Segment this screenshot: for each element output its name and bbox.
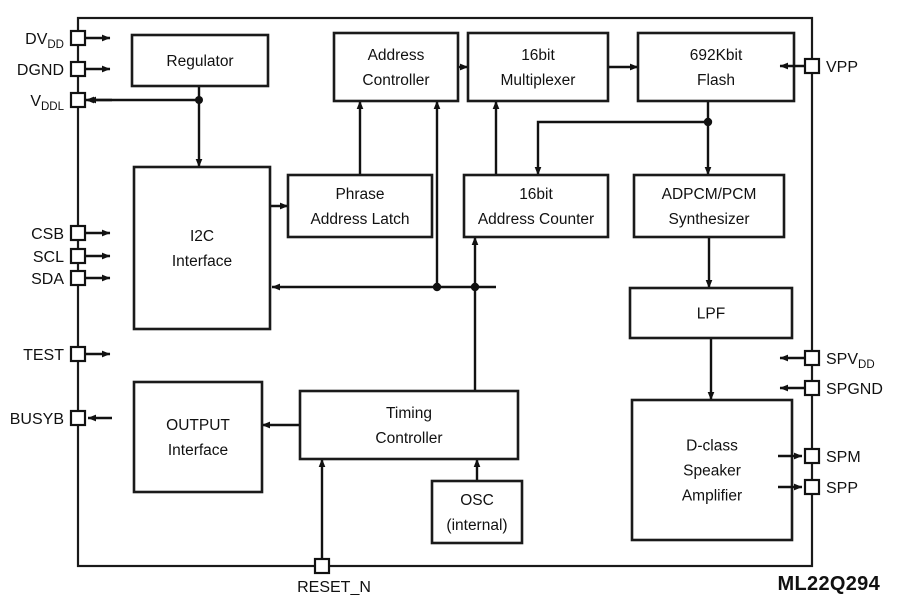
pin-label: RESET_N: [297, 579, 371, 596]
pin-pad[interactable]: [803, 478, 821, 496]
block-label: OUTPUT: [166, 417, 230, 434]
pin-pad[interactable]: [69, 247, 87, 265]
pin-spgnd[interactable]: SPGND: [779, 379, 883, 398]
block-adpcm-pcm-synthesizer[interactable]: ADPCM/PCM Synthesizer: [632, 173, 786, 239]
pin-pad[interactable]: [69, 60, 87, 78]
pin-label: VPP: [826, 59, 858, 76]
pin-csb[interactable]: CSB: [31, 224, 111, 243]
pin-spvdd[interactable]: SPVDD: [779, 349, 875, 371]
pin-label: SPM: [826, 449, 861, 466]
pin-label: DVDD: [25, 31, 64, 51]
pin-pad[interactable]: [803, 447, 821, 465]
block-output-interface[interactable]: OUTPUT Interface: [132, 380, 264, 494]
pin-label: VDDL: [30, 93, 64, 113]
block-label: OSC: [460, 492, 494, 509]
block-label: Flash: [697, 72, 735, 89]
pin-pad[interactable]: [69, 224, 87, 242]
pin-pad[interactable]: [69, 91, 87, 109]
junction-dot: [703, 117, 713, 127]
pin-pad[interactable]: [803, 349, 821, 367]
block-label: Multiplexer: [501, 72, 576, 89]
block-label: 16bit: [521, 47, 555, 64]
block-i2c-interface[interactable]: I2C Interface: [132, 165, 272, 331]
block-label: Speaker: [683, 463, 741, 480]
pin-label: SDA: [31, 271, 64, 288]
wire-flash-to-address-counter: [534, 120, 708, 176]
block-label: Amplifier: [682, 488, 742, 505]
block-label: Controller: [362, 72, 429, 89]
chip-boundary: [76, 16, 814, 568]
block-label: LPF: [697, 306, 725, 323]
pin-pad[interactable]: [69, 269, 87, 287]
block-label: Interface: [168, 442, 228, 459]
block-label: 16bit: [519, 186, 553, 203]
pin-reset-n[interactable]: RESET_N: [297, 557, 371, 596]
block-label: Controller: [375, 430, 442, 447]
block-label: Address: [368, 47, 425, 64]
pin-pad[interactable]: [69, 345, 87, 363]
block-label: Timing: [386, 405, 432, 422]
block-lpf[interactable]: LPF: [628, 286, 794, 340]
diagram-title: ML22Q294: [778, 573, 881, 595]
block-label: Address Latch: [310, 211, 409, 228]
block-label: Synthesizer: [669, 211, 750, 228]
pin-dgnd[interactable]: DGND: [17, 60, 111, 79]
pin-dvdd[interactable]: DVDD: [25, 29, 111, 51]
block-label: D-class: [686, 438, 738, 455]
pin-sda[interactable]: SDA: [31, 269, 111, 288]
pin-busyb[interactable]: BUSYB: [10, 409, 112, 428]
pin-pad[interactable]: [313, 557, 331, 575]
block-label: 692Kbit: [690, 47, 743, 64]
wire-layer: [85, 63, 715, 566]
pin-vpp[interactable]: VPP: [779, 57, 858, 76]
block-label: I2C: [190, 228, 214, 245]
pin-label: DGND: [17, 62, 64, 79]
junction-dot: [195, 96, 203, 104]
pin-pad[interactable]: [69, 29, 87, 47]
pin-pad[interactable]: [803, 57, 821, 75]
pin-label: SCL: [33, 249, 64, 266]
block-regulator[interactable]: Regulator: [130, 33, 270, 88]
block-label: Regulator: [166, 53, 233, 70]
block-label: Address Counter: [478, 211, 594, 228]
pin-label: CSB: [31, 226, 64, 243]
pin-scl[interactable]: SCL: [33, 247, 111, 266]
pin-spm[interactable]: SPM: [778, 447, 861, 466]
pin-label: TEST: [23, 347, 64, 364]
pin-test[interactable]: TEST: [23, 345, 111, 364]
pin-spp[interactable]: SPP: [778, 478, 858, 497]
pin-label: SPVDD: [826, 351, 875, 371]
pin-pad[interactable]: [69, 409, 87, 427]
block-label: (internal): [446, 517, 507, 534]
block-label: Interface: [172, 253, 232, 270]
pin-vddl[interactable]: VDDL: [30, 91, 112, 113]
block-label: ADPCM/PCM: [662, 186, 757, 203]
pin-label: BUSYB: [10, 411, 64, 428]
block-label: Phrase: [335, 186, 384, 203]
pin-label: SPP: [826, 480, 858, 497]
block-osc[interactable]: OSC (internal): [430, 479, 524, 545]
pin-pad[interactable]: [803, 379, 821, 397]
pin-label: SPGND: [826, 381, 883, 398]
